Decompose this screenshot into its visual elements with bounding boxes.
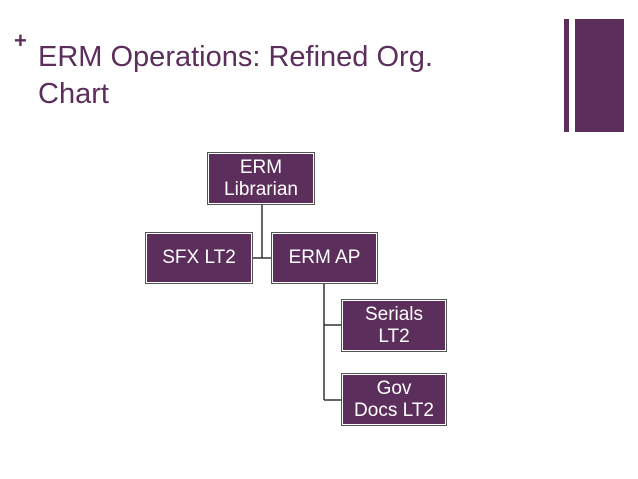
org-node-gov-docs-lt2: Gov Docs LT2	[341, 373, 447, 426]
decorative-bar-thin	[564, 19, 569, 132]
org-node-gov-docs-lt2-line-1: Gov	[376, 377, 412, 399]
decorative-bar-thick	[575, 19, 624, 132]
org-node-serials-lt2-line-2: LT2	[378, 325, 410, 347]
org-node-serials-lt2: Serials LT2	[341, 299, 447, 352]
slide-bullet-plus: +	[14, 28, 27, 53]
org-node-erm-ap-label: ERM AP	[288, 247, 361, 268]
org-node-erm-librarian-line-1: ERM	[239, 156, 283, 178]
slide-title-line-1: ERM Operations: Refined Org.	[38, 41, 433, 73]
org-node-erm-librarian: ERM Librarian	[207, 152, 315, 205]
slide-title-line-2: Chart	[38, 78, 109, 110]
org-node-erm-ap: ERM AP	[271, 232, 378, 284]
org-node-sfx-lt2-label: SFX LT2	[162, 247, 236, 268]
org-node-sfx-lt2: SFX LT2	[145, 232, 253, 284]
org-node-erm-librarian-line-2: Librarian	[224, 178, 298, 200]
org-node-serials-lt2-line-1: Serials	[364, 303, 424, 325]
slide-title: ERM Operations: Refined Org. Chart	[38, 39, 508, 113]
org-node-gov-docs-lt2-line-2: Docs LT2	[354, 399, 434, 421]
